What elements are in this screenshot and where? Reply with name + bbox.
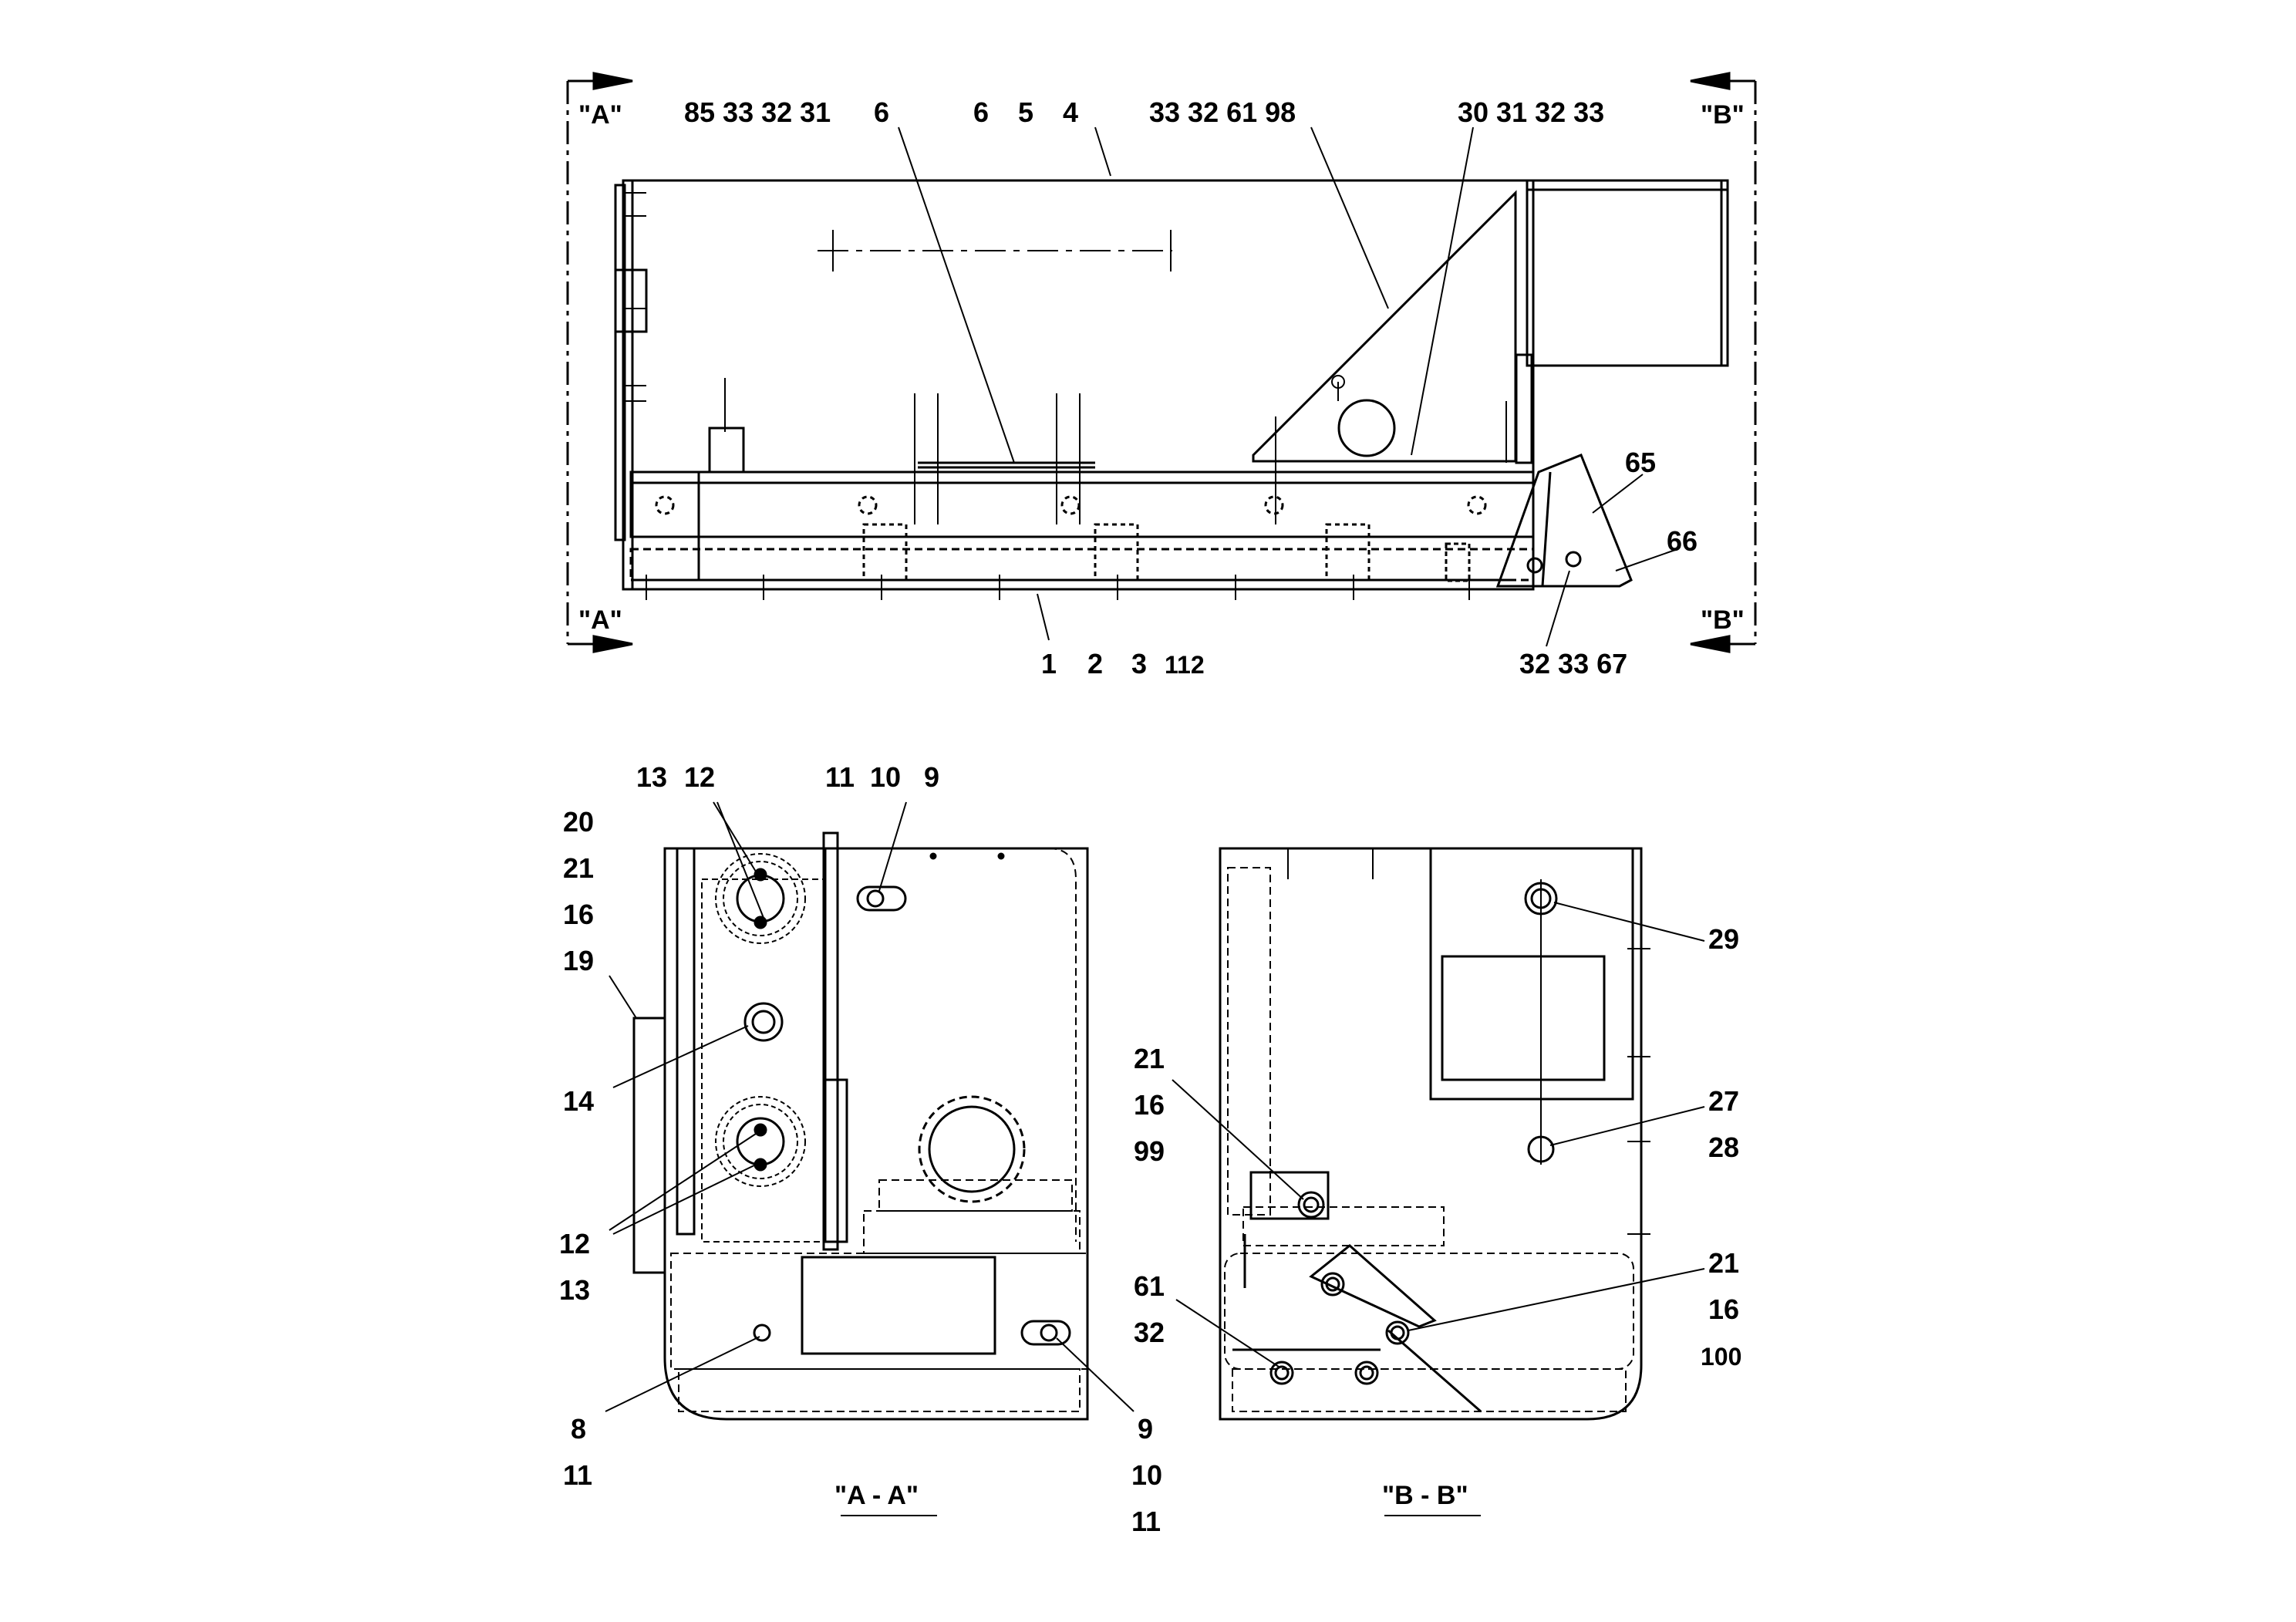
section-bb-view (1172, 847, 1705, 1516)
upper-housing (1515, 179, 1729, 464)
aa-callout-11-right: 11 (1131, 1506, 1161, 1537)
section-aa-labels: 13 12 11 10 9 20 21 16 19 14 12 13 8 11 … (559, 761, 1162, 1537)
callout-66: 66 (1667, 525, 1698, 557)
aa-callout-10-top: 10 (870, 761, 901, 793)
aa-housing (632, 831, 1089, 1421)
section-bb-title: "B - B" (1382, 1481, 1468, 1510)
callout-112: 112 (1165, 651, 1205, 679)
bb-callout-29: 29 (1708, 923, 1739, 955)
bb-callout-21-a: 21 (1134, 1043, 1165, 1074)
aa-callout-16: 16 (563, 899, 594, 930)
bb-callout-100: 100 (1701, 1343, 1741, 1371)
bb-callout-16-a: 16 (1134, 1089, 1165, 1121)
aa-callout-13-top: 13 (636, 761, 667, 793)
main-housing (614, 179, 1535, 591)
section-line-a (566, 81, 1757, 644)
aa-callout-12-bottom: 12 (559, 1228, 590, 1259)
aa-callout-20: 20 (563, 806, 594, 838)
top-view (566, 72, 1757, 653)
section-mark-b-bottom: "B" (1701, 605, 1745, 635)
callout-30-31-32-33: 30 31 32 33 (1458, 96, 1604, 128)
section-bb-labels: 29 21 16 99 27 28 61 32 21 16 100 "B - B… (1134, 923, 1741, 1510)
aa-callout-12-top: 12 (684, 761, 715, 793)
bb-callout-21-b: 21 (1708, 1247, 1739, 1279)
bb-callout-28: 28 (1708, 1131, 1739, 1163)
section-aa-view (605, 801, 1135, 1516)
aa-callout-9-bottom: 9 (1138, 1413, 1153, 1445)
aa-callout-14: 14 (563, 1085, 594, 1117)
bolt-centerlines (623, 192, 1507, 524)
aa-leaders (605, 801, 1135, 1516)
bottom-ticks (646, 575, 1470, 600)
callout-85-33-32-31: 85 33 32 31 (684, 96, 831, 128)
bb-callout-61: 61 (1134, 1270, 1165, 1302)
aa-callout-11-bottom: 11 (563, 1459, 592, 1491)
callout-6-a: 6 (874, 96, 889, 128)
aa-callout-11-top: 11 (825, 761, 855, 793)
callout-2: 2 (1087, 648, 1103, 679)
top-view-labels: "A" "A" "B" "B" 85 33 32 31 6 6 5 4 33 3… (578, 96, 1745, 679)
bb-callout-32: 32 (1134, 1317, 1165, 1348)
leader-lines (898, 126, 1678, 647)
callout-4: 4 (1063, 96, 1078, 128)
funnel-bracket (1445, 454, 1633, 588)
aa-pulleys (715, 853, 806, 1187)
section-mark-a-bottom: "A" (578, 605, 622, 635)
callout-3: 3 (1131, 648, 1147, 679)
aa-callout-21: 21 (563, 852, 594, 884)
bb-centerlines (1287, 848, 1650, 1235)
section-arrows (568, 72, 1755, 653)
callout-32-33-67: 32 33 67 (1519, 648, 1627, 679)
aa-callout-9-top: 9 (924, 761, 939, 793)
callout-1: 1 (1041, 648, 1057, 679)
section-mark-a-top: "A" (578, 100, 622, 130)
bb-callout-99: 99 (1134, 1135, 1165, 1167)
bb-callout-27: 27 (1708, 1085, 1739, 1117)
section-aa-title: "A - A" (834, 1481, 919, 1510)
callout-33-32-61-98: 33 32 61 98 (1149, 96, 1296, 128)
bb-callout-16-b: 16 (1708, 1293, 1739, 1325)
aa-callout-10-bottom: 10 (1131, 1459, 1162, 1491)
bb-leaders (1172, 902, 1705, 1516)
aa-slots (753, 852, 1071, 1346)
callout-6-b: 6 (973, 96, 989, 128)
mounting-holes (655, 495, 1487, 582)
gusset-plate (1252, 190, 1517, 463)
aa-callout-8: 8 (571, 1413, 586, 1445)
aa-callout-19: 19 (563, 945, 594, 976)
section-mark-b-top: "B" (1701, 100, 1745, 130)
aa-callout-13-bottom: 13 (559, 1274, 590, 1306)
callout-65: 65 (1625, 447, 1656, 478)
callout-5: 5 (1018, 96, 1033, 128)
bb-housing (1219, 847, 1643, 1421)
